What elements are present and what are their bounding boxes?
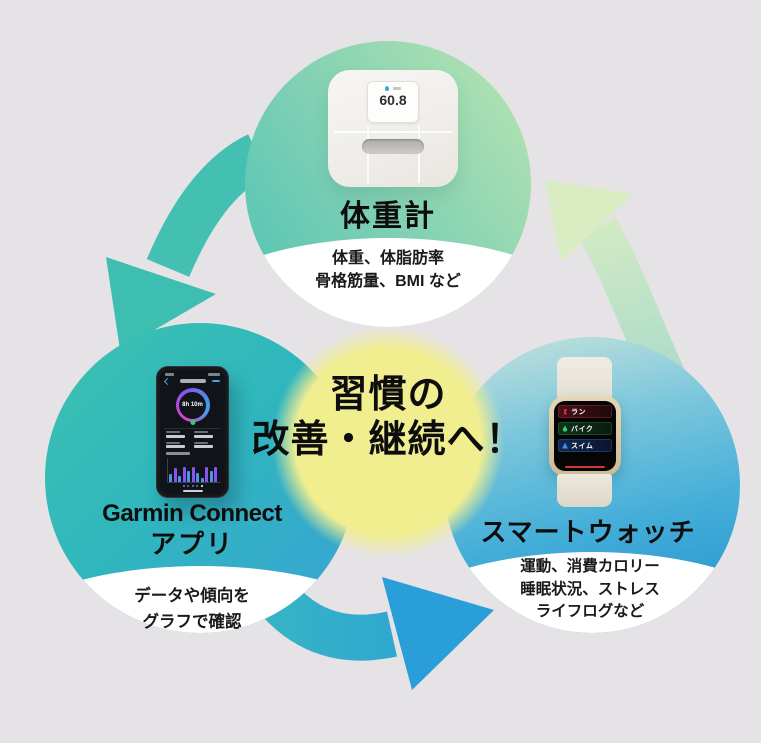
center-message: 習慣の 改善・継続へ！ <box>251 373 524 463</box>
watch-menu-bike: バイク <box>558 422 612 435</box>
scale-platform-line <box>367 126 369 183</box>
watch-menu-label: スイム <box>571 442 594 450</box>
scale-sensor-bar <box>362 139 424 154</box>
phone-nav-bar <box>160 377 225 386</box>
watch-menu-label: バイク <box>571 425 594 433</box>
scale-weight-value: 60.8 <box>379 92 407 108</box>
bike-icon <box>562 425 568 432</box>
phone-chart-bar <box>196 473 199 482</box>
app-detail-panel <box>45 566 355 633</box>
watch-detail-line: ライフログなど <box>535 603 645 620</box>
watch-menu-swim: スイム <box>558 439 612 452</box>
watch-detail-panel <box>444 551 740 633</box>
watch-body: ラン バイク スイム <box>549 396 621 476</box>
divider <box>164 428 221 429</box>
app-title-en: Garmin Connect <box>102 500 282 527</box>
watch-scroll-indicator <box>565 466 605 468</box>
watch-band-top <box>557 357 612 401</box>
smartwatch-image: ラン バイク スイム <box>547 357 623 507</box>
watch-details: 運動、消費カロリー 睡眠状況、ストレス ライフログなど <box>520 556 660 624</box>
scale-platform-line <box>334 130 452 133</box>
phone-status-bar <box>165 373 220 376</box>
phone-page-title-placeholder <box>179 379 206 383</box>
watch-menu-label: ラン <box>571 408 586 416</box>
center-message-line1: 習慣の <box>329 374 447 416</box>
app-details: データや傾向を グラフで確認 <box>134 583 250 635</box>
back-chevron-icon <box>163 377 172 386</box>
swim-icon <box>562 442 568 449</box>
phone-chart-bar <box>200 478 204 482</box>
sleep-ring-gauge: 8h 10m <box>175 388 210 422</box>
scale-display: 60.8 <box>367 81 419 123</box>
app-title-ja: アプリ <box>149 529 235 559</box>
watch-detail-line: 睡眠状況、ストレス <box>520 580 660 598</box>
watch-screen: ラン バイク スイム <box>554 401 616 471</box>
run-icon <box>563 408 568 415</box>
arrow-scale-to-app <box>106 134 269 350</box>
phone-image: 8h 10m <box>156 366 229 498</box>
phone-chart-bar <box>182 467 186 482</box>
phone-chart-bars <box>167 458 221 483</box>
app-detail-line: グラフで確認 <box>142 613 242 631</box>
watch-band-bottom <box>557 474 612 507</box>
watch-title: スマートウォッチ <box>480 517 696 547</box>
scale-detail-line: 体重、体脂肪率 <box>331 250 444 267</box>
watch-menu-run: ラン <box>558 405 612 418</box>
water-drop-icon <box>385 86 389 91</box>
app-detail-line: データや傾向を <box>134 587 250 605</box>
center-message-line2: 改善・継続へ！ <box>251 419 525 461</box>
pagination-dots <box>182 485 203 487</box>
watch-detail-line: 運動、消費カロリー <box>520 558 660 575</box>
app-title: Garmin Connect アプリ <box>102 500 282 558</box>
phone-chart-bar <box>173 468 177 482</box>
check-badge-icon <box>190 420 195 425</box>
center-circle <box>272 326 504 558</box>
phone-stats-grid <box>166 431 221 448</box>
phone-screen: 8h 10m <box>160 370 225 494</box>
scale-detail-line: 骨格筋量、BMI など <box>315 273 461 290</box>
phone-chart-bar <box>169 474 172 482</box>
home-indicator <box>182 490 203 492</box>
scale-platform-line <box>417 126 420 183</box>
ring-value: 8h 10m <box>182 402 203 408</box>
phone-chart-bar <box>205 467 208 482</box>
battery-icon <box>393 87 401 90</box>
phone-chart-bar <box>178 476 181 482</box>
phone-chart-bar <box>187 471 190 482</box>
section-label-placeholder <box>166 452 190 455</box>
smart-scale-image: 60.8 <box>328 70 458 187</box>
phone-chart-bar <box>214 467 217 482</box>
phone-chart-bar <box>191 467 195 482</box>
scale-detail-panel <box>245 238 531 327</box>
phone-action-placeholder <box>212 379 220 382</box>
phone-chart-bar <box>209 471 213 482</box>
scale-details: 体重、体脂肪率 骨格筋量、BMI など <box>315 247 461 293</box>
scale-title: 体重計 <box>340 200 436 233</box>
